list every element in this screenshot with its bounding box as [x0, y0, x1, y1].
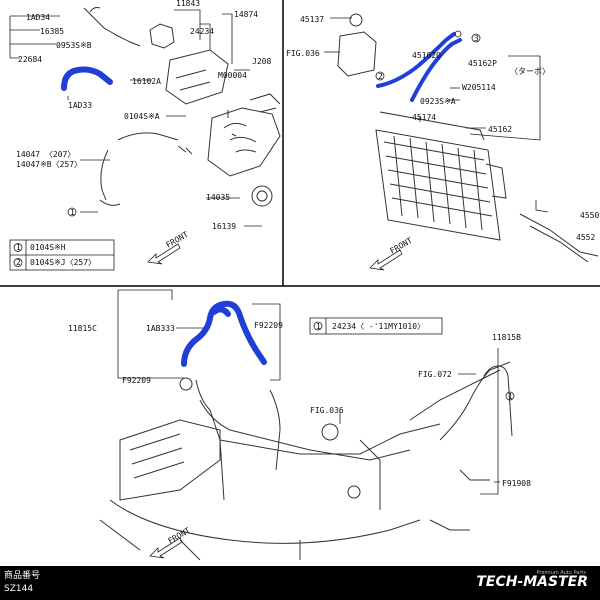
- p3-label-6: FIG.036: [310, 406, 344, 415]
- p3-front-label: FRONT: [167, 526, 193, 546]
- p1-label-3: 22684: [18, 55, 42, 64]
- p3-front-arrow: FRONT: [149, 526, 193, 559]
- p2-label-7: 45174: [412, 113, 436, 122]
- hose-45162Q: [376, 32, 456, 88]
- p1-legend: 1 2 0104S※H 0104S※J〈257〉: [9, 239, 115, 271]
- p1-label-0: 1AD34: [26, 13, 50, 22]
- p3-label-2: F92209: [254, 321, 283, 330]
- p2-label-5: W205114: [462, 83, 496, 92]
- p1-front-label: FRONT: [165, 230, 191, 250]
- hose-1AB333-inner: [211, 306, 231, 317]
- product-code-value: SZ144: [4, 584, 34, 594]
- p1-label-8: 14874: [234, 10, 258, 19]
- svg-text:3: 3: [474, 34, 479, 43]
- p1-legend-num-1: 2: [16, 258, 21, 267]
- p1-label-15: 16139: [212, 222, 236, 231]
- p2-label-10: 4552: [576, 233, 595, 242]
- brand-tagline: Premium Auto Parts: [536, 570, 586, 576]
- p1-label-11: 0104S※A: [124, 112, 160, 121]
- p2-label-1: FIG.036: [286, 49, 320, 58]
- hose-45162P: [410, 38, 462, 102]
- p1-label-6: 11843: [176, 0, 200, 8]
- p1-label-13: 14047※B〈257〉: [16, 160, 82, 169]
- product-code-label: 商品番号: [4, 571, 41, 581]
- p1-label-7: 24234: [190, 27, 214, 36]
- svg-text:1: 1: [508, 392, 513, 401]
- brand-logo: TECH-MASTER: [476, 574, 588, 590]
- svg-text:1: 1: [70, 208, 75, 217]
- p1-label-12: 14047 〈207〉: [16, 150, 75, 159]
- panel-bottom: 1 11815C 1AB333 F92209 F92209 11815B FIG…: [68, 289, 531, 561]
- p1-label-14: 14035: [206, 193, 230, 202]
- p1-legend-text-1: 0104S※J〈257〉: [30, 258, 96, 267]
- svg-text:2: 2: [378, 72, 383, 81]
- p2-label-3: 45162P: [468, 59, 497, 68]
- p2-label-2: 45162Q: [412, 51, 441, 60]
- p2-front-arrow: FRONT: [369, 236, 414, 271]
- footer-bar: 商品番号 SZ144 Premium Auto Parts TECH-MASTE…: [0, 566, 600, 600]
- p1-label-2: 0953S※B: [56, 41, 92, 50]
- p1-label-4: 1AD33: [68, 101, 92, 110]
- panel-top-left: 1 1AD34 16385 0953S※B 22684 1AD33 16102A…: [9, 0, 281, 271]
- product-code: 商品番号 SZ144: [4, 570, 40, 596]
- p3-label-7: F91908: [502, 479, 531, 488]
- p1-front-arrow: FRONT: [147, 230, 191, 265]
- p2-label-6: 0923S※A: [420, 97, 456, 106]
- hose-1AD33: [61, 66, 113, 91]
- panel-top-right: 3 2 45137 FIG.036 45162Q 45162P 〈ターボ〉 W2…: [286, 13, 599, 271]
- p2-label-0: 45137: [300, 15, 324, 24]
- p3-note-num: 1: [316, 322, 321, 331]
- p3-label-1: 1AB333: [146, 324, 175, 333]
- p2-label-8: 45162: [488, 125, 512, 134]
- p3-label-3: F92209: [122, 376, 151, 385]
- p1-legend-num-0: 1: [16, 243, 21, 252]
- p1-label-5: 16102A: [132, 77, 161, 86]
- p3-label-4: 11815B: [492, 333, 521, 342]
- p1-label-10: M00004: [218, 71, 247, 80]
- p3-note-text: 24234〈 -'11MY1010〉: [332, 322, 425, 331]
- p1-label-9: J208: [252, 57, 271, 66]
- p1-legend-text-0: 0104S※H: [30, 243, 66, 252]
- p2-label-9: 4550: [580, 211, 599, 220]
- p3-note: 1 24234〈 -'11MY1010〉: [309, 317, 443, 335]
- p1-label-1: 16385: [40, 27, 64, 36]
- p3-label-0: 11815C: [68, 324, 97, 333]
- p2-label-4: 〈ターボ〉: [510, 67, 550, 76]
- p3-label-5: FIG.072: [418, 370, 452, 379]
